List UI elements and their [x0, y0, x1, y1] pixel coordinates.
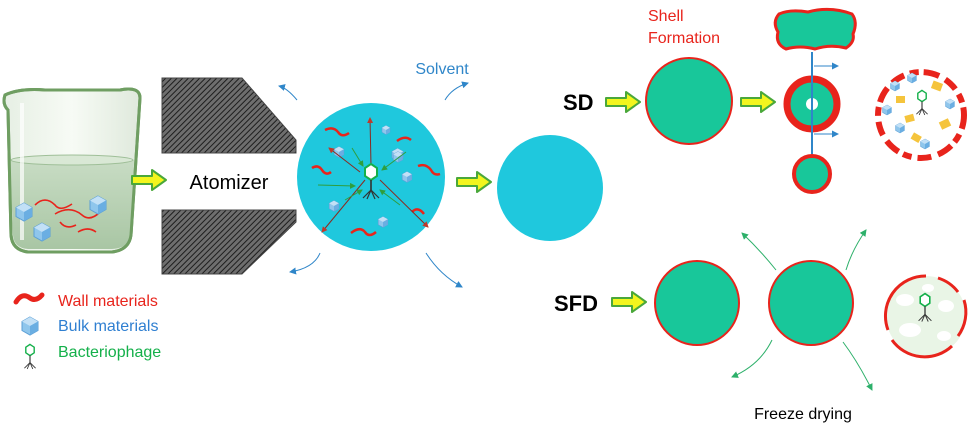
sfd-particle-1 — [654, 260, 740, 346]
freeze-drying-arrows — [731, 229, 873, 391]
legend-label-bulk: Bulk materials — [58, 318, 158, 335]
wall-material-icon — [13, 292, 45, 305]
process-arrow — [740, 91, 776, 113]
solvent-label: Solvent — [415, 61, 469, 78]
dried-particle-sfd — [883, 274, 968, 359]
sd-particle — [645, 57, 733, 145]
process-arrow — [611, 291, 647, 313]
shell-formation-label-1: Shell — [648, 8, 684, 25]
process-arrow — [131, 169, 167, 191]
beaker — [2, 87, 142, 254]
bacteriophage-icon — [23, 343, 37, 370]
legend-item-phage: Bacteriophage — [23, 343, 161, 370]
shell-particle — [783, 52, 841, 154]
shell-fragment — [773, 7, 857, 51]
shell-formation-label-2: Formation — [648, 30, 720, 47]
process-arrow — [456, 171, 492, 193]
legend-label-phage: Bacteriophage — [58, 344, 161, 361]
process-arrow — [605, 91, 641, 113]
atomized-droplet — [297, 103, 445, 251]
sfd-particle-2 — [768, 260, 854, 346]
dried-particle-sd — [875, 69, 967, 161]
legend: Wall materials Bulk materials Bacterioph… — [13, 292, 161, 370]
legend-label-wall: Wall materials — [58, 293, 158, 310]
droplet — [497, 135, 603, 241]
small-shell-particle — [792, 154, 832, 194]
solvent-arrows — [278, 81, 469, 288]
freeze-drying-label: Freeze drying — [754, 406, 852, 423]
sfd-label: SFD — [554, 291, 598, 316]
legend-item-wall: Wall materials — [13, 292, 158, 310]
atomizer-nozzle — [161, 77, 297, 275]
atomizer-label: Atomizer — [190, 172, 269, 194]
legend-item-bulk: Bulk materials — [21, 316, 158, 336]
sd-label: SD — [563, 90, 594, 115]
bulk-material-icon — [21, 316, 39, 336]
